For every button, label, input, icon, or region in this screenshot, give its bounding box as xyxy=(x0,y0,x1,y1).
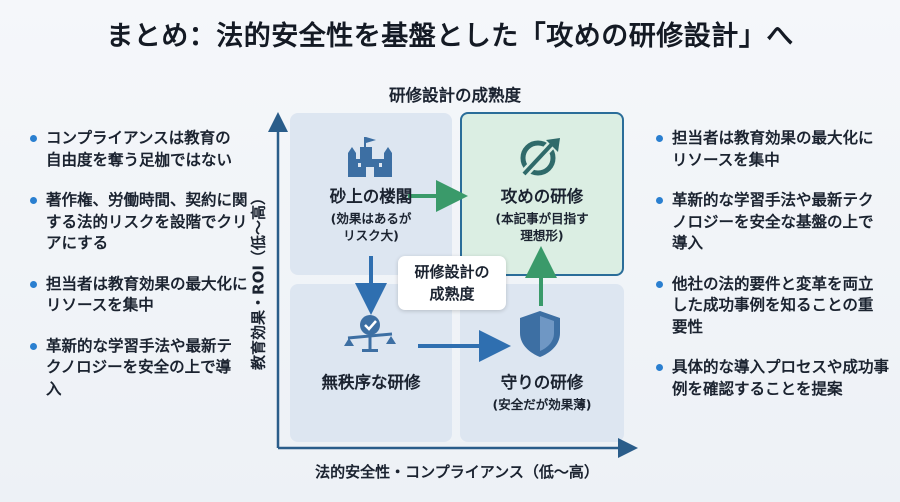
center-label-line-1: 研修設計の xyxy=(414,263,490,281)
quadrant-bottom-left-text: 無秩序な研修 xyxy=(290,372,452,394)
shield-icon xyxy=(520,311,560,357)
quadrant-bottom-left-name: 無秩序な研修 xyxy=(321,373,421,392)
quadrant-top-left-sub1: (効果はあるが xyxy=(330,211,412,226)
quadrant-bottom-right-text: 守りの研修 (安全だが効果薄) xyxy=(460,372,624,413)
center-label-line-2: 成熟度 xyxy=(429,285,475,303)
maturity-center-label: 研修設計の 成熟度 xyxy=(398,256,506,310)
left-bullet-4: 革新的な学習手法や最新テクノロジーを安全の上で導入 xyxy=(30,336,246,401)
left-bullet-2: 著作権、労働時間、契約に関する法的リスクを設階でクリアにする xyxy=(30,190,251,255)
right-bullet-2: 革新的な学習手法や最新テクノロジーを安全な基盤の上で導入 xyxy=(656,190,882,255)
quadrant-top-right-text: 攻めの研修 (本記事が目指す 理想形) xyxy=(460,186,624,244)
page-title: まとめ：法的安全性を基盤とした「攻めの研修設計」へ xyxy=(106,21,794,52)
left-bullet-1: コンプライアンスは教育の自由度を奪う足枷ではない xyxy=(30,128,246,171)
quadrant-top-right-sub1: (本記事が目指す xyxy=(495,211,589,226)
right-bullet-list: 担当者は教育効果の最大化にリソースを集中 革新的な学習手法や最新テクノロジーを安… xyxy=(656,128,889,419)
quadrant-bottom-right-sub1: (安全だが効果薄) xyxy=(492,397,592,412)
quadrant-bottom-right-name: 守りの研修 xyxy=(500,373,584,392)
quadrant-top-left-text: 砂上の楼閣 (効果はあるが リスク大) xyxy=(290,186,452,244)
rocket-icon xyxy=(520,138,560,178)
left-bullet-3: 担当者は教育効果の最大化にリソースを集中 xyxy=(30,274,261,317)
diagram-title: 研修設計の成熟度 xyxy=(389,86,521,105)
quadrant-bottom-right xyxy=(460,284,624,442)
quadrant-top-right-sub2: 理想形) xyxy=(520,228,564,243)
quadrant-top-left-sub2: リスク大) xyxy=(343,228,399,243)
right-bullet-1: 担当者は教育効果の最大化にリソースを集中 xyxy=(656,128,882,171)
castle-icon xyxy=(348,137,392,177)
right-bullet-3: 他社の法的要件と変革を両立した成功事例を知ることの重要性 xyxy=(656,274,887,339)
left-bullet-list: コンプライアンスは教育の自由度を奪う足枷ではない 著作権、労働時間、契約に関する… xyxy=(30,128,255,419)
scale-icon xyxy=(344,315,396,352)
right-bullet-4: 具体的な導入プロセスや成功事例を確認することを提案 xyxy=(656,357,892,400)
x-axis-label: 法的安全性・コンプライアンス（低〜高） xyxy=(315,463,599,481)
quadrant-top-right-name: 攻めの研修 xyxy=(500,187,584,206)
quadrant-top-left-name: 砂上の楼閣 xyxy=(329,187,413,206)
